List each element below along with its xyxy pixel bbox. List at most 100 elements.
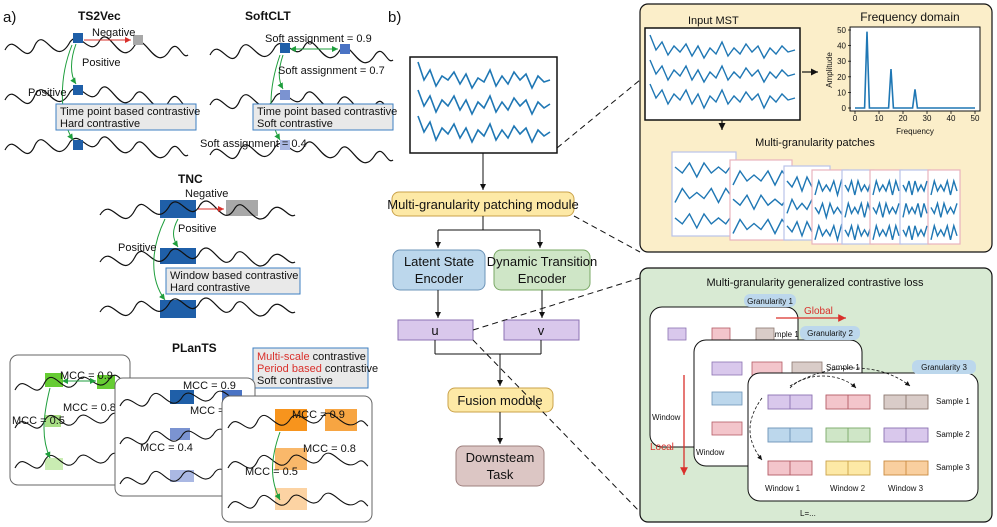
granularity-1-label: Granularity 1 — [747, 297, 793, 306]
patch-series-line — [930, 178, 958, 196]
freq-ytick-label: 20 — [837, 73, 846, 82]
g3-dashed-arc-3 — [749, 397, 763, 461]
softclt-wave-1 — [209, 41, 394, 64]
plants-box-line2-red: Period based — [257, 363, 322, 375]
plants-info-box — [252, 347, 369, 389]
tnc-diagram: TNC Negative Positive Positive Window ba… — [99, 172, 301, 318]
plants-box-line2: Period based contrastive — [257, 363, 378, 375]
softclt-title: SoftCLT — [245, 9, 291, 23]
sample-2-label: Sample 2 — [936, 430, 970, 439]
panel-b-label: b) — [388, 9, 401, 26]
plants-card1-wave-2 — [14, 412, 129, 429]
gran1-sample-label: Sample 1 — [765, 330, 799, 339]
patch-series-line — [844, 178, 872, 196]
plants-mcc-d: MCC = 0.9 — [183, 380, 236, 392]
plants-card3-wave-2 — [227, 452, 369, 469]
latent-encoder-line1: Latent State — [404, 254, 474, 269]
patching-module-label: Multi-granularity patching module — [387, 197, 578, 212]
tnc-wave-1 — [99, 200, 296, 220]
plants-diagram: PLanTS Multi-scale contrastive Period ba… — [9, 341, 378, 523]
plants-mcc-i: MCC = 0.5 — [245, 466, 298, 478]
tnc-negative-label: Negative — [185, 188, 228, 200]
freq-chart-title: Frequency domain — [860, 10, 959, 24]
softclt-arrow-04 — [270, 54, 281, 141]
ts2vec-info-box — [55, 103, 197, 131]
patch-series-line — [872, 200, 900, 218]
plants-card1-block-a — [45, 373, 63, 387]
granularity-3-tag — [912, 360, 976, 374]
downstream-line2: Task — [487, 467, 514, 482]
ts2vec-positive-arrow — [70, 43, 77, 85]
plants-mcc-h: MCC = 0.8 — [303, 443, 356, 455]
patch-frame — [671, 151, 737, 237]
freq-series-line — [855, 31, 975, 109]
freq-ytick-label: 40 — [837, 42, 846, 51]
patches-title: Multi-granularity patches — [755, 137, 875, 149]
g1-cell-b — [711, 327, 731, 341]
freq-xtick-label: 30 — [923, 114, 932, 123]
softclt-wave-3 — [209, 141, 394, 164]
softclt-arrow-07 — [277, 54, 284, 90]
plants-box-line1-red: Multi-scale — [257, 351, 310, 363]
patch-series-line — [844, 223, 872, 240]
patch-series-line — [902, 203, 928, 218]
tnc-wave-3 — [99, 297, 296, 317]
g2-cell — [711, 421, 743, 436]
input-series-line-2 — [417, 89, 551, 116]
window-3-label: Window 3 — [888, 484, 924, 493]
plants-card2-block-c — [170, 428, 190, 440]
input-series-box — [409, 56, 558, 154]
downstream-line1: Downsteam — [466, 450, 535, 465]
ts2vec-negative-block — [133, 35, 143, 45]
patch-series-line — [930, 223, 958, 240]
downstream-task-box — [455, 445, 545, 487]
loss-formula: L=... — [800, 509, 816, 518]
patch-series-line — [674, 187, 734, 205]
softclt-info-box — [252, 103, 394, 131]
softclt-block-09 — [340, 44, 350, 54]
ts2vec-diagram: TS2Vec Negative Positive Positive Time p… — [4, 9, 200, 159]
tnc-box-line2: Hard contrastive — [170, 282, 250, 294]
ts2vec-anchor-block — [73, 33, 83, 43]
softclt-sa3-label: Soft assignment = 0.4 — [200, 138, 307, 150]
inset-input-line-2 — [649, 59, 796, 84]
window-1-label: Window 1 — [765, 484, 801, 493]
plants-card1-wave-3 — [14, 452, 129, 469]
ts2vec-box-line2: Hard contrastive — [60, 118, 140, 130]
softclt-sa2-label: Soft assignment = 0.7 — [278, 65, 385, 77]
dash-u-to-loss — [472, 277, 641, 331]
dash-patching-to-inset — [573, 215, 641, 253]
ts2vec-positive-block-2 — [73, 140, 83, 150]
freq-xtick-label: 0 — [853, 114, 858, 123]
inset-input-line-1 — [649, 34, 796, 60]
inset-input-title: Input MST — [688, 15, 739, 27]
v-label: v — [538, 323, 545, 338]
granularity-2-cells — [711, 361, 823, 436]
g3-dashed-arc-2 — [789, 367, 911, 387]
patch-series-line — [732, 218, 790, 236]
ts2vec-title: TS2Vec — [78, 9, 121, 23]
plants-card3-arrow-v — [272, 431, 281, 501]
softclt-block-04 — [280, 140, 290, 150]
patch-series-line — [732, 169, 790, 187]
tnc-info-box — [165, 267, 301, 295]
g1-cell-c — [755, 327, 775, 341]
patch-series-line — [674, 212, 734, 230]
patch-series-line — [732, 193, 790, 211]
ts2vec-positive-arrow-2 — [61, 44, 74, 141]
softclt-box-line1: Time point based contrastive — [257, 106, 397, 118]
dynamic-encoder-line1: Dynamic Transition — [487, 254, 598, 269]
dash-input-to-inset — [556, 79, 641, 149]
freq-ytick-label: 30 — [837, 57, 846, 66]
plants-box-line1: Multi-scale contrastive — [257, 351, 366, 363]
plants-card1-arrow-v — [43, 387, 51, 459]
tnc-box-line1: Window based contrastive — [170, 270, 298, 282]
input-series-line-3 — [417, 115, 551, 144]
g2-cell — [711, 361, 743, 376]
freq-ylabel: Amplitude — [825, 52, 834, 88]
tnc-anchor-window — [160, 200, 196, 218]
